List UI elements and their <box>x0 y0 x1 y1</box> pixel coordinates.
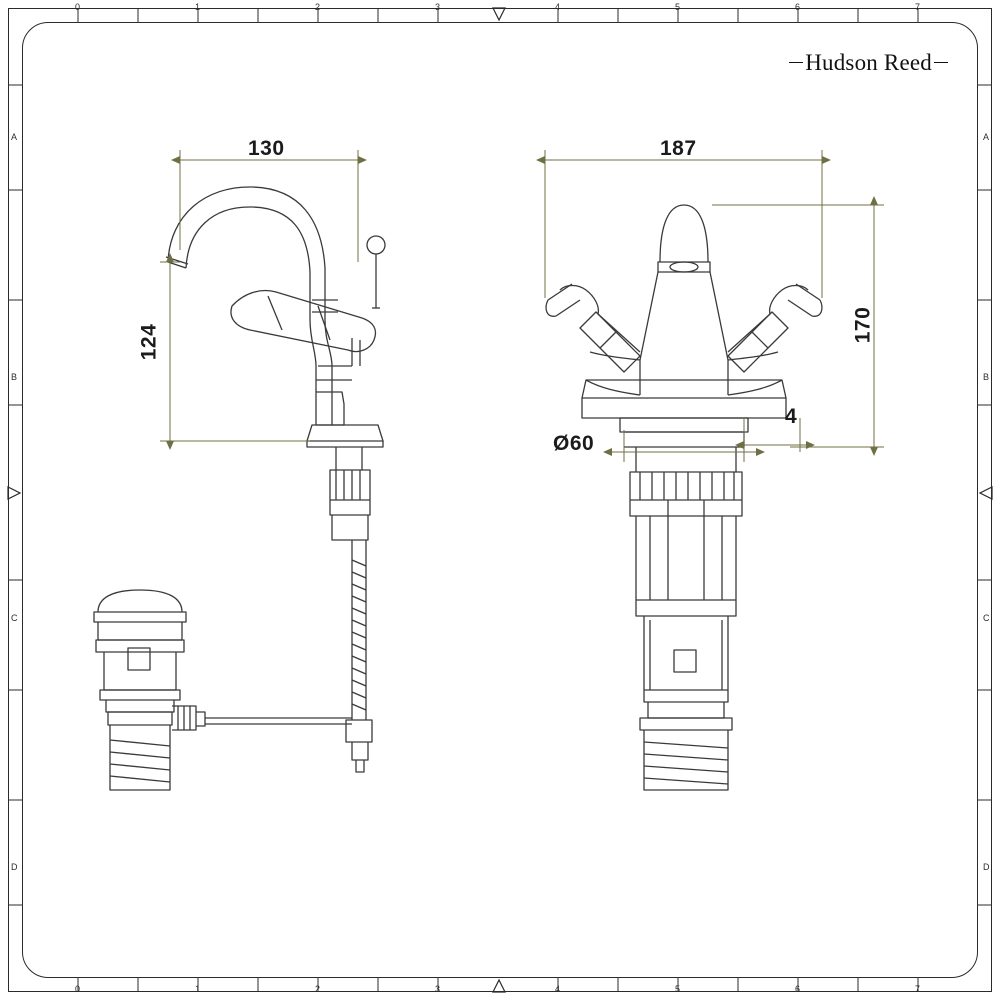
dimension-label-hole-dia: Ø60 <box>553 432 595 455</box>
ruler-bottom-6: 6 <box>795 984 801 994</box>
ruler-top-7: 7 <box>915 2 921 12</box>
ruler-left-C: C <box>11 613 18 623</box>
ruler-top-6: 6 <box>795 2 801 12</box>
ruler-top-3: 3 <box>435 2 441 12</box>
pop-up-waste-geometry <box>93 589 206 791</box>
ruler-bottom-7: 7 <box>915 984 921 994</box>
ruler-bottom-5: 5 <box>675 984 681 994</box>
ruler-bottom-4: 4 <box>555 984 561 994</box>
ruler-bottom-0: 0 <box>75 984 81 994</box>
ruler-right-A: A <box>983 132 990 142</box>
front-view-geometry <box>545 204 823 791</box>
side-view-geometry <box>165 186 386 773</box>
logo-right-rule <box>934 61 948 64</box>
ruler-top-2: 2 <box>315 2 321 12</box>
ruler-bottom-3: 3 <box>435 984 441 994</box>
ruler-bottom-1: 1 <box>195 984 201 994</box>
ruler-bottom-2: 2 <box>315 984 321 994</box>
ruler-left-B: B <box>11 372 18 382</box>
ruler-top-0: 0 <box>75 2 81 12</box>
ruler-left-D: D <box>11 862 18 872</box>
ruler-right-B: B <box>983 372 990 382</box>
ruler-right-D: D <box>983 862 990 872</box>
ruler-right-C: C <box>983 613 990 623</box>
dimension-label-187: 187 <box>660 137 697 160</box>
ruler-top-4: 4 <box>555 2 561 12</box>
drawing-frame-inner <box>22 22 978 978</box>
dimension-label-124: 124 <box>137 323 161 361</box>
brand-logo: Hudson Reed <box>789 50 948 76</box>
ruler-left-A: A <box>11 132 18 142</box>
logo-left-rule <box>789 61 804 64</box>
dimension-label-130: 130 <box>248 137 285 160</box>
ruler-top-1: 1 <box>195 2 201 12</box>
brand-name: Hudson Reed <box>805 50 932 75</box>
dimension-lines <box>160 150 884 462</box>
ruler-top-5: 5 <box>675 2 681 12</box>
dimension-label-170: 170 <box>851 306 875 344</box>
dimension-label-4: 4 <box>785 405 798 428</box>
